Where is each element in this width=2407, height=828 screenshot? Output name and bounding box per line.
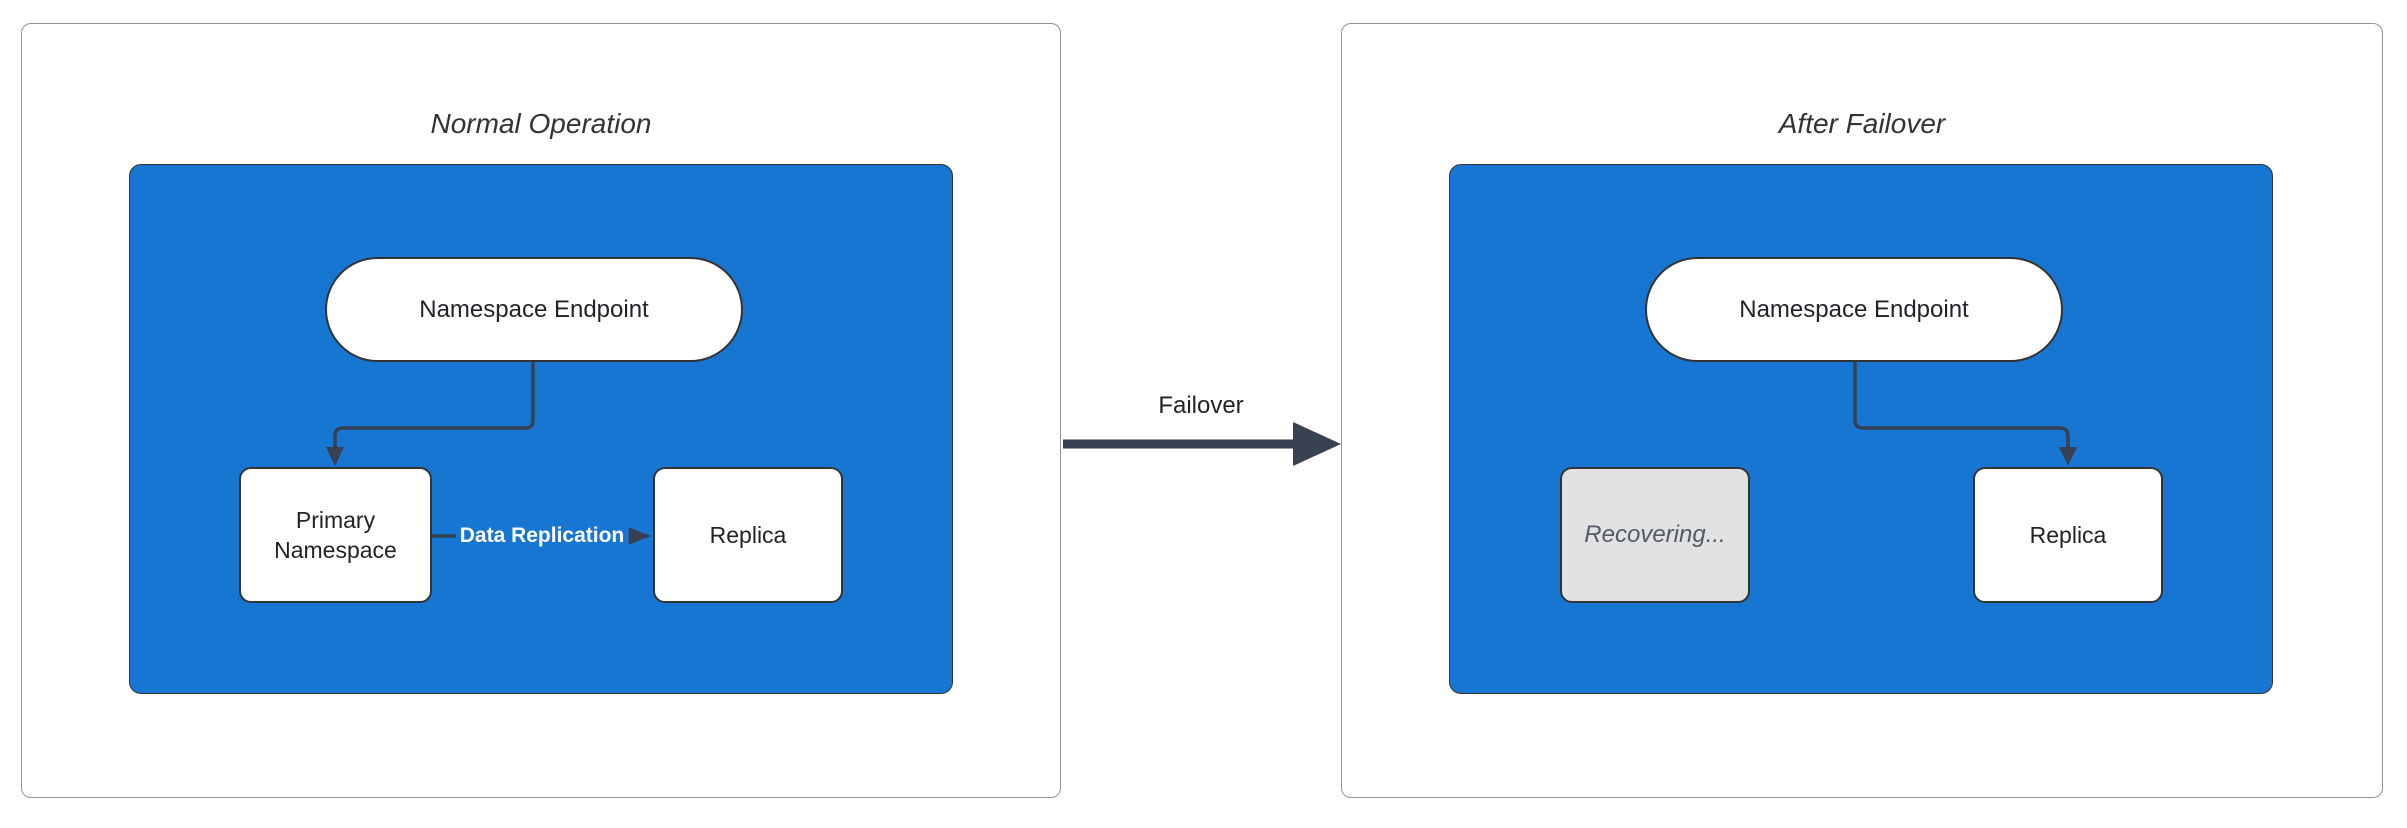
node-recovering: Recovering... xyxy=(1560,467,1750,603)
panel-title-normal-operation: Normal Operation xyxy=(430,108,652,139)
node-label: Primary Namespace xyxy=(274,506,397,563)
node-primary-namespace: Primary Namespace xyxy=(239,467,432,603)
cluster-normal-namespace xyxy=(129,164,953,694)
node-label: Replica xyxy=(709,521,787,548)
cluster-failover-namespace xyxy=(1449,164,2273,694)
failover-label: Failover xyxy=(1158,392,1244,419)
node-label: Namespace Endpoint xyxy=(1739,295,1969,323)
node-label: Namespace Endpoint xyxy=(419,295,649,323)
panel-title-after-failover: After Failover xyxy=(1778,108,1946,139)
node-replica-normal: Replica xyxy=(653,467,843,603)
node-label: Recovering... xyxy=(1584,521,1726,549)
edge-label-data-replication: Data Replication xyxy=(455,521,629,551)
node-namespace-endpoint-failover: Namespace Endpoint xyxy=(1645,257,2063,362)
failover-arrowhead xyxy=(1293,422,1341,466)
node-namespace-endpoint-normal: Namespace Endpoint xyxy=(325,257,743,362)
node-replica-failover: Replica xyxy=(1973,467,2163,603)
node-label: Replica xyxy=(2029,521,2107,548)
